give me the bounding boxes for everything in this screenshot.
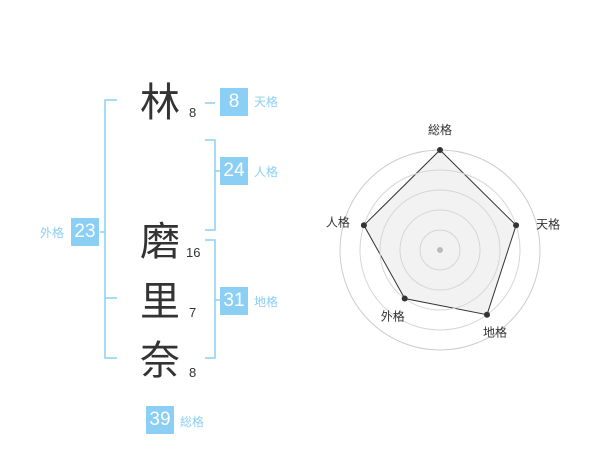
radar-grid-ring (379, 189, 501, 311)
radar-data-polygon (363, 149, 517, 316)
radar-point-5 (360, 222, 367, 229)
chikaku-label: 地格 (254, 295, 279, 309)
radar-grid-ring (419, 229, 461, 271)
name-char-3: 里 (140, 279, 180, 325)
tenkaku-label: 天格 (254, 95, 279, 109)
jinkaku-value-badge: 24 (220, 157, 248, 185)
radar-axis-label-5: 人格 (326, 214, 350, 229)
radar-axis-label-4: 外格 (381, 309, 405, 324)
soukaku-label: 総格 (180, 415, 205, 429)
radar-center-dot (437, 247, 443, 253)
radar-grid-ring (359, 169, 521, 331)
gaikaku-label: 外格 (40, 226, 65, 240)
chikaku-bracket (205, 239, 216, 359)
radar-axis-label-3: 地格 (483, 325, 507, 340)
stroke-count-3: 7 (189, 305, 197, 320)
radar-grid-ring (399, 209, 481, 291)
gaikaku-value-badge: 23 (71, 218, 99, 246)
stroke-count-1: 8 (189, 105, 197, 120)
radar-point-3 (484, 311, 490, 318)
radar-axis-label-2: 天格 (536, 216, 560, 231)
gaikaku-bracket (104, 99, 117, 359)
radar-point-1 (437, 147, 443, 153)
radar-point-4 (401, 295, 408, 302)
name-char-2: 磨 (140, 219, 180, 265)
chikaku-value-badge: 31 (220, 287, 248, 315)
radar-point-2 (513, 222, 520, 229)
tenkaku-value-badge: 8 (220, 88, 248, 116)
stroke-count-4: 8 (189, 365, 197, 380)
soukaku-value-badge: 39 (146, 406, 174, 434)
jinkaku-bracket (205, 139, 216, 231)
jinkaku-label: 人格 (254, 165, 279, 179)
radar-axis-label-1: 総格 (428, 122, 452, 137)
stroke-count-2: 16 (186, 245, 201, 260)
name-char-4: 奈 (140, 338, 180, 384)
name-char-1: 林 (140, 80, 180, 126)
